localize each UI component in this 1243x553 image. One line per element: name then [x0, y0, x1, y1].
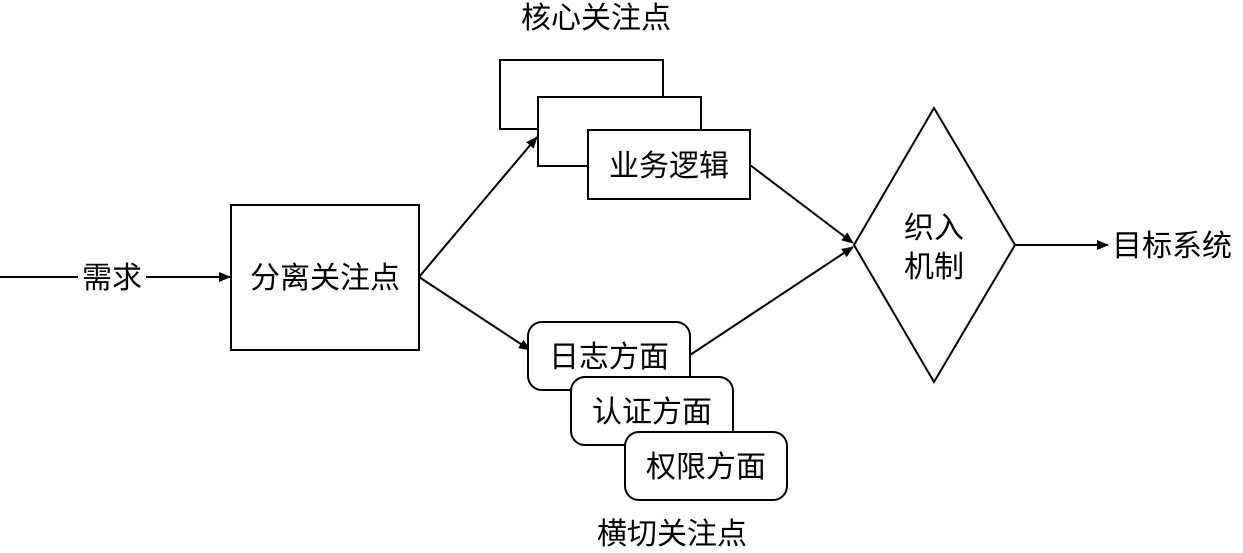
weave-label-line2: 机制 — [904, 250, 964, 285]
arrow-crosscut-to-weave — [689, 246, 854, 356]
aspect-label-logging: 日志方面 — [549, 340, 669, 375]
arrow-to-crosscut — [418, 276, 531, 351]
aspect-label-permission: 权限方面 — [646, 450, 766, 485]
core-box-front — [587, 129, 751, 200]
input-label: 需求 — [82, 261, 142, 296]
separate-concerns-box — [230, 204, 420, 351]
core-concerns-title: 核心关注点 — [521, 1, 671, 36]
aspect-box-permission — [624, 431, 788, 501]
output-label: 目标系统 — [1112, 229, 1232, 264]
aspect-label-auth: 认证方面 — [592, 395, 712, 430]
separate-concerns-label: 分离关注点 — [250, 261, 400, 296]
weave-label-line1: 织入 — [904, 211, 964, 246]
crosscut-concerns-title: 横切关注点 — [597, 517, 747, 552]
arrow-core-to-weave — [749, 164, 854, 244]
business-logic-label: 业务逻辑 — [609, 149, 729, 184]
weaving-diamond — [852, 106, 1017, 384]
arrow-to-core — [418, 136, 538, 278]
